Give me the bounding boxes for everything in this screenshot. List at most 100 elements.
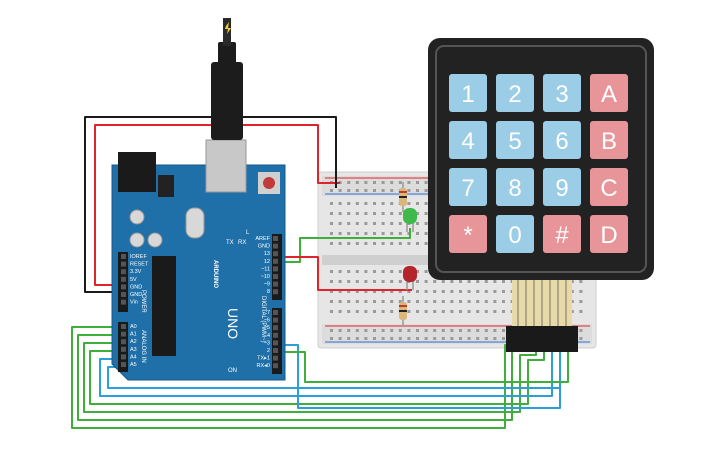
key-face [496, 74, 534, 112]
wire-green-d2 [282, 318, 569, 383]
key-4[interactable]: 4 [449, 121, 487, 159]
key-label: 3 [555, 81, 568, 108]
key-label: 6 [555, 128, 568, 155]
pin-label: ~6 [264, 318, 270, 324]
pin-label: 5V [130, 277, 137, 283]
pin-label: GND [130, 284, 142, 290]
key-face [543, 215, 581, 253]
key-label: 7 [461, 175, 474, 202]
key-label: 4 [461, 128, 474, 155]
key-9[interactable]: 9 [543, 168, 581, 206]
key-label: 5 [508, 128, 521, 155]
key-face [590, 74, 628, 112]
pin-label: 13 [264, 251, 270, 257]
key-hash[interactable]: # [543, 215, 581, 253]
pin-label: A2 [130, 339, 137, 345]
key-3[interactable]: 3 [543, 74, 581, 112]
microcontroller-chip [152, 256, 176, 356]
pin-label: 2 [267, 348, 270, 354]
pin-label: A5 [130, 362, 137, 368]
led-green [403, 208, 417, 232]
keypad-connector [506, 326, 578, 352]
key-face [449, 215, 487, 253]
key-face [449, 74, 487, 112]
on-label: ON [228, 368, 237, 374]
key-face [496, 121, 534, 159]
key-1[interactable]: 1 [449, 74, 487, 112]
pin-label: AREF [255, 236, 270, 242]
pin-label: A4 [130, 354, 137, 360]
key-a[interactable]: A [590, 74, 628, 112]
l-label: L [246, 230, 250, 236]
pin-label: ~10 [261, 274, 270, 280]
key-face [543, 168, 581, 206]
key-5[interactable]: 5 [496, 121, 534, 159]
arduino-logo: ARDUINO [212, 260, 218, 288]
key-7[interactable]: 7 [449, 168, 487, 206]
usb-cable [211, 62, 243, 140]
pin-label: Vin [130, 300, 138, 306]
pin-label: ~5 [264, 325, 270, 331]
key-d[interactable]: D [590, 215, 628, 253]
wire-green-12 [280, 228, 411, 263]
key-label: D [600, 222, 617, 249]
pin-label: 4 [267, 333, 270, 339]
wire-blue-a4 [99, 318, 553, 397]
wire-red-13 [280, 256, 412, 291]
led-red [403, 266, 417, 290]
key-face [590, 215, 628, 253]
key-face [543, 121, 581, 159]
key-2[interactable]: 2 [496, 74, 534, 112]
pin-label: GND [258, 244, 270, 250]
key-face [449, 168, 487, 206]
key-b[interactable]: B [590, 121, 628, 159]
key-face [543, 74, 581, 112]
pin-label: 3.3V [130, 269, 142, 275]
rx-label: RX [238, 240, 246, 246]
key-0[interactable]: 0 [496, 215, 534, 253]
resistor-bottom [399, 296, 407, 326]
key-face [590, 121, 628, 159]
key-8[interactable]: 8 [496, 168, 534, 206]
wire-red-5v [94, 124, 340, 286]
wire-black-gnd [84, 116, 337, 293]
digital-header: DIGITAL (PWM~) [260, 296, 266, 343]
pin-label: 8 [267, 289, 270, 295]
key-face [590, 168, 628, 206]
key-face [496, 215, 534, 253]
pin-label: A1 [130, 332, 137, 338]
resistor-top [399, 182, 407, 212]
pin-label: RESET [130, 262, 149, 268]
pin-label: ~9 [264, 282, 270, 288]
pin-label: IOREF [130, 254, 147, 260]
key-face [496, 168, 534, 206]
analog-header: ANALOG IN [140, 330, 146, 363]
pin-label: TX▸1 [257, 356, 270, 362]
key-star[interactable]: * [449, 215, 487, 253]
keypad-ribbon [512, 276, 572, 326]
arduino-uno: ARDUINO UNO POWER ANALOG IN DIGITAL (PWM… [111, 18, 286, 381]
pin-label: 12 [264, 259, 270, 265]
pin-label: ~3 [264, 340, 270, 346]
power-jack [118, 152, 156, 192]
pin-label: ~11 [261, 266, 270, 272]
pin-label: 7 [267, 310, 270, 316]
pin-label: GND [130, 292, 142, 298]
key-label: 8 [508, 175, 521, 202]
key-label: # [555, 222, 569, 249]
key-label: 9 [555, 175, 568, 202]
pin-label: A0 [130, 324, 137, 330]
key-label: * [463, 222, 472, 249]
key-face [449, 121, 487, 159]
key-label: 0 [508, 222, 521, 249]
key-6[interactable]: 6 [543, 121, 581, 159]
power-header: POWER [140, 290, 146, 313]
key-c[interactable]: C [590, 168, 628, 206]
